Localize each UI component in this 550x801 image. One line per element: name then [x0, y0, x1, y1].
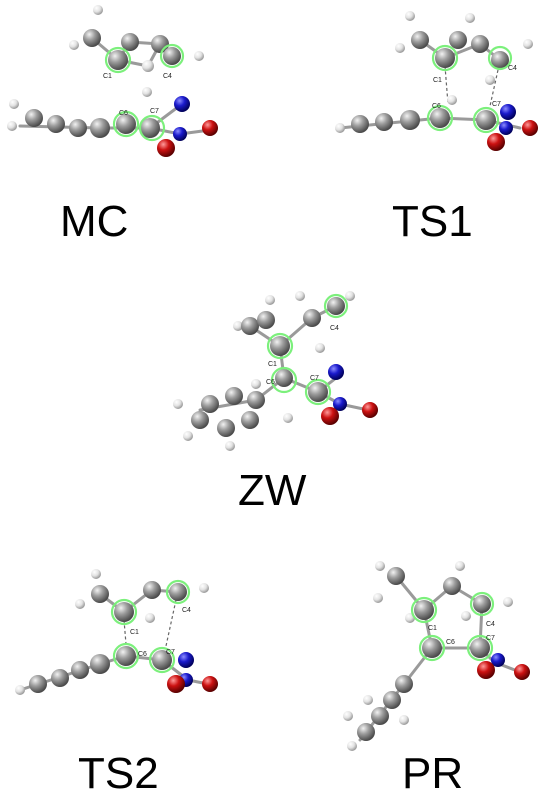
mc-label-c7: C7 [150, 108, 159, 115]
ts2-label-c4: C4 [182, 607, 191, 614]
pr-label-c1: C1 [428, 625, 437, 632]
zw-title: ZW [238, 466, 307, 515]
ts1-title: TS1 [392, 197, 473, 246]
ts1-label-c6: C6 [432, 103, 441, 110]
ts2-label-c7: C7 [166, 649, 175, 656]
mc-title: MC [60, 197, 128, 246]
ts1-label-c1: C1 [433, 77, 442, 84]
zw-label-c7: C7 [310, 375, 319, 382]
pr-label-c4: C4 [486, 621, 495, 628]
structure-zw: C1 C4 C6 C7 [173, 291, 378, 451]
ts1-label-c4: C4 [508, 65, 517, 72]
ts2-title: TS2 [78, 749, 159, 798]
structure-ts1: C1 C4 C6 C7 [335, 11, 538, 151]
pr-label-c7: C7 [486, 635, 495, 642]
structure-pr: C1 C4 C6 C7 [343, 561, 530, 751]
ts1-label-c7: C7 [492, 101, 501, 108]
mc-label-c6: C6 [119, 110, 128, 117]
structure-mc: C1 C4 C6 C7 [7, 5, 218, 157]
mc-highlights [104, 43, 185, 142]
zw-label-c1: C1 [268, 361, 277, 368]
pr-label-c6: C6 [446, 639, 455, 646]
structure-ts2: C1 C4 C6 C7 [15, 569, 218, 695]
pr-title: PR [402, 749, 463, 798]
mc-label-c4: C4 [163, 73, 172, 80]
mc-label-c1: C1 [103, 73, 112, 80]
ts2-label-c1: C1 [130, 629, 139, 636]
mc-atoms [7, 5, 218, 157]
ts2-label-c6: C6 [138, 651, 147, 658]
zw-label-c4: C4 [330, 325, 339, 332]
zw-label-c6: C6 [266, 379, 275, 386]
